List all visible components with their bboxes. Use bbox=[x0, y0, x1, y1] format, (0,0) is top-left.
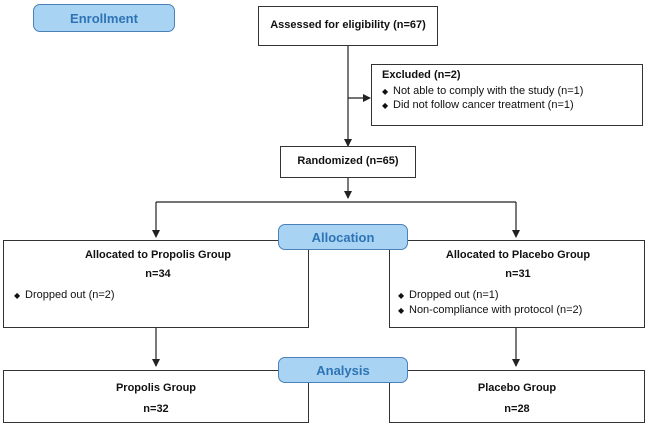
allocation-placebo-box: Allocated to Placebo Group n=31 ◆ Droppe… bbox=[389, 240, 645, 328]
allocation-placebo-title: Allocated to Placebo Group bbox=[445, 249, 591, 261]
excluded-item: ◆ Not able to comply with the study (n=1… bbox=[382, 85, 632, 99]
analysis-placebo-n: n=28 bbox=[504, 402, 530, 415]
allocation-placebo-item: ◆ Dropped out (n=1) bbox=[398, 289, 638, 303]
analysis-propolis-box: Propolis Group n=32 bbox=[3, 370, 309, 423]
excluded-box: Excluded (n=2) ◆ Not able to comply with… bbox=[371, 64, 643, 126]
allocation-propolis-n: n=34 bbox=[145, 267, 171, 280]
excluded-item-text: Did not follow cancer treatment (n=1) bbox=[393, 98, 574, 111]
bullet-icon: ◆ bbox=[398, 306, 405, 316]
allocation-propolis-title: Allocated to Propolis Group bbox=[84, 249, 232, 261]
randomized-box: Randomized (n=65) bbox=[280, 146, 416, 178]
analysis-propolis-n: n=32 bbox=[143, 402, 169, 415]
allocation-placebo-n: n=31 bbox=[505, 267, 531, 280]
excluded-title: Excluded (n=2) bbox=[382, 69, 461, 81]
excluded-item: ◆ Did not follow cancer treatment (n=1) bbox=[382, 99, 632, 113]
allocation-propolis-item-text: Dropped out (n=2) bbox=[25, 288, 115, 301]
enrollment-stage-label: Enrollment bbox=[33, 4, 175, 32]
bullet-icon: ◆ bbox=[382, 86, 389, 96]
allocation-placebo-item: ◆ Non-compliance with protocol (n=2) bbox=[398, 304, 638, 318]
allocation-placebo-item-text: Dropped out (n=1) bbox=[409, 288, 499, 301]
analysis-placebo-box: Placebo Group n=28 bbox=[389, 370, 645, 423]
bullet-icon: ◆ bbox=[382, 100, 389, 110]
allocation-propolis-item: ◆ Dropped out (n=2) bbox=[14, 289, 302, 303]
analysis-stage-label: Analysis bbox=[278, 357, 408, 383]
allocation-stage-label: Allocation bbox=[278, 224, 408, 250]
analysis-propolis-title: Propolis Group bbox=[115, 382, 197, 394]
bullet-icon: ◆ bbox=[14, 290, 21, 300]
allocation-placebo-item-text: Non-compliance with protocol (n=2) bbox=[409, 304, 583, 317]
bullet-icon: ◆ bbox=[398, 290, 405, 300]
analysis-placebo-title: Placebo Group bbox=[477, 382, 557, 394]
assessed-box: Assessed for eligibility (n=67) bbox=[258, 6, 438, 46]
allocation-propolis-box: Allocated to Propolis Group n=34 ◆ Dropp… bbox=[3, 240, 309, 328]
excluded-item-text: Not able to comply with the study (n=1) bbox=[393, 84, 584, 97]
